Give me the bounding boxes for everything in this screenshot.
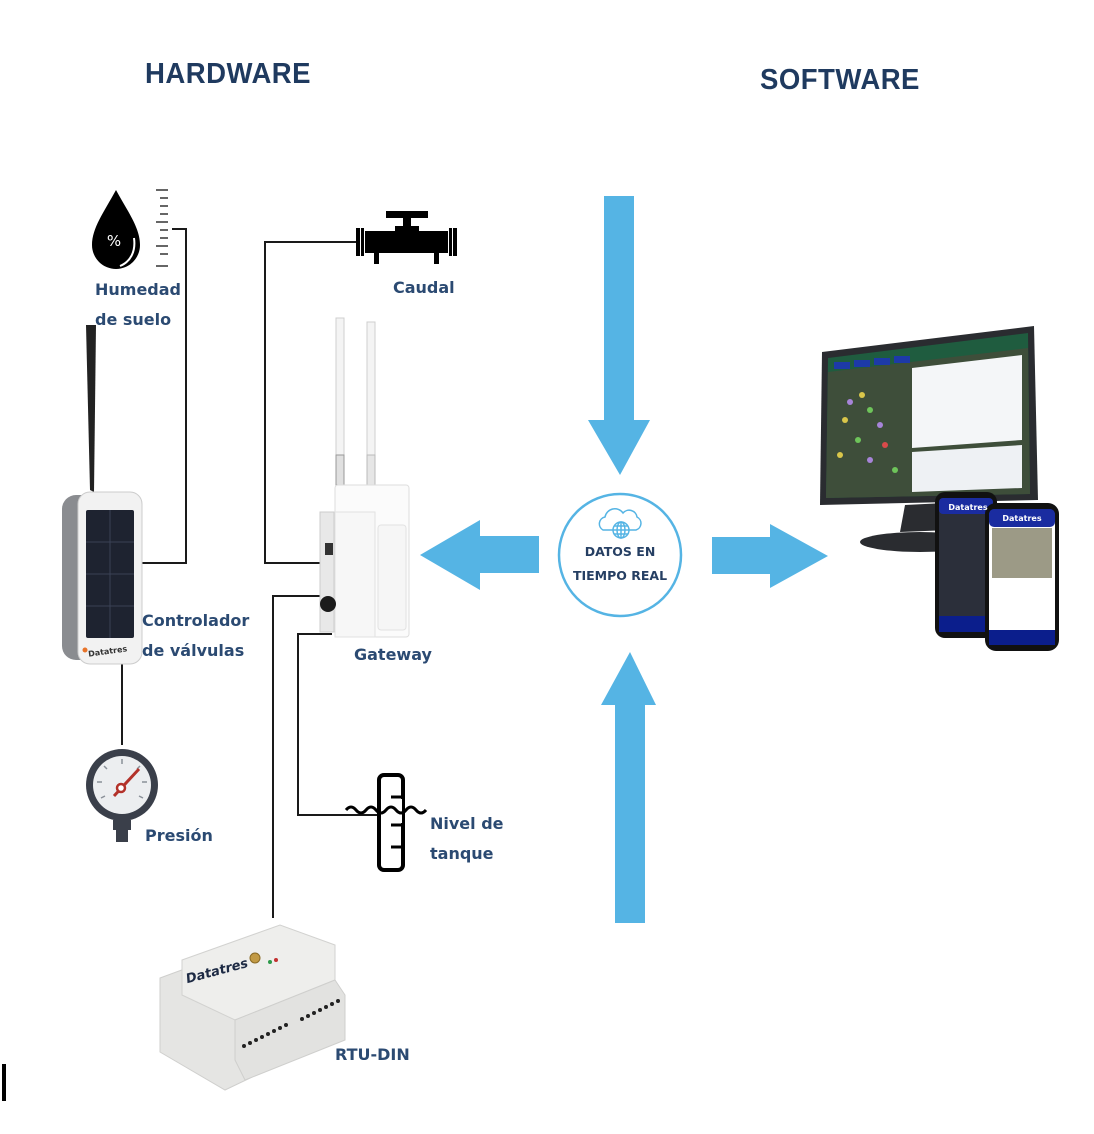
- label-tank-level-line2: tanque: [430, 844, 494, 863]
- din-rail-rtu-device: Datatres: [159, 924, 346, 1091]
- tank-level-icon: [344, 773, 428, 872]
- label-soil-moisture-line2: de suelo: [95, 310, 172, 329]
- connection-lines: [121, 228, 380, 918]
- label-rtu: RTU-DIN: [335, 1045, 410, 1064]
- text-cursor: [2, 1064, 6, 1101]
- line-soil-to-controller: [140, 228, 187, 564]
- arrow-down-top: [588, 196, 650, 475]
- water-drop-percent-icon: %: [92, 190, 140, 269]
- label-valve-controller: Controlador de válvulas: [142, 606, 249, 666]
- line-gateway-to-rtu: [272, 595, 322, 918]
- hub-label-line1: DATOS EN: [584, 544, 656, 559]
- label-soil-moisture-line1: Humedad: [95, 280, 182, 299]
- software-heading: SOFTWARE: [760, 64, 920, 96]
- arrow-right-to-software: [712, 524, 828, 588]
- data-flow-arrows: [420, 196, 828, 923]
- ruler-scale-icon: [156, 189, 168, 267]
- label-flow: Caudal: [393, 278, 455, 297]
- pressure-gauge-icon: [86, 749, 158, 842]
- svg-text:%: %: [107, 232, 121, 250]
- dashboard-monitor-and-phones: Datatres Datatres: [820, 326, 1059, 651]
- solar-controller-device: Datatres: [62, 325, 143, 665]
- arrow-up-bottom: [601, 652, 656, 923]
- hub-label-line2: TIEMPO REAL: [572, 568, 668, 583]
- label-tank-level-line1: Nivel de: [430, 814, 504, 833]
- line-flow-to-gateway: [264, 241, 356, 564]
- label-soil-moisture: Humedad de suelo: [95, 275, 181, 335]
- gateway-antenna-device: [319, 317, 410, 638]
- label-pressure: Presión: [145, 826, 213, 845]
- svg-text:Datatres: Datatres: [948, 503, 987, 512]
- hardware-heading: HARDWARE: [145, 58, 312, 90]
- hub-label: DATOS EN TIEMPO REAL: [560, 540, 680, 588]
- label-valve-controller-line2: de válvulas: [142, 641, 245, 660]
- pipe-valve-icon: [356, 211, 457, 264]
- line-gateway-to-tank: [297, 633, 380, 816]
- hub-circle: [557, 492, 683, 618]
- label-tank-level: Nivel de tanque: [430, 809, 504, 869]
- cloud-globe-icon: [598, 508, 642, 539]
- svg-text:Datatres: Datatres: [1002, 514, 1041, 523]
- label-gateway: Gateway: [354, 645, 432, 664]
- arrow-left-to-hardware: [420, 520, 539, 590]
- label-valve-controller-line1: Controlador: [142, 611, 250, 630]
